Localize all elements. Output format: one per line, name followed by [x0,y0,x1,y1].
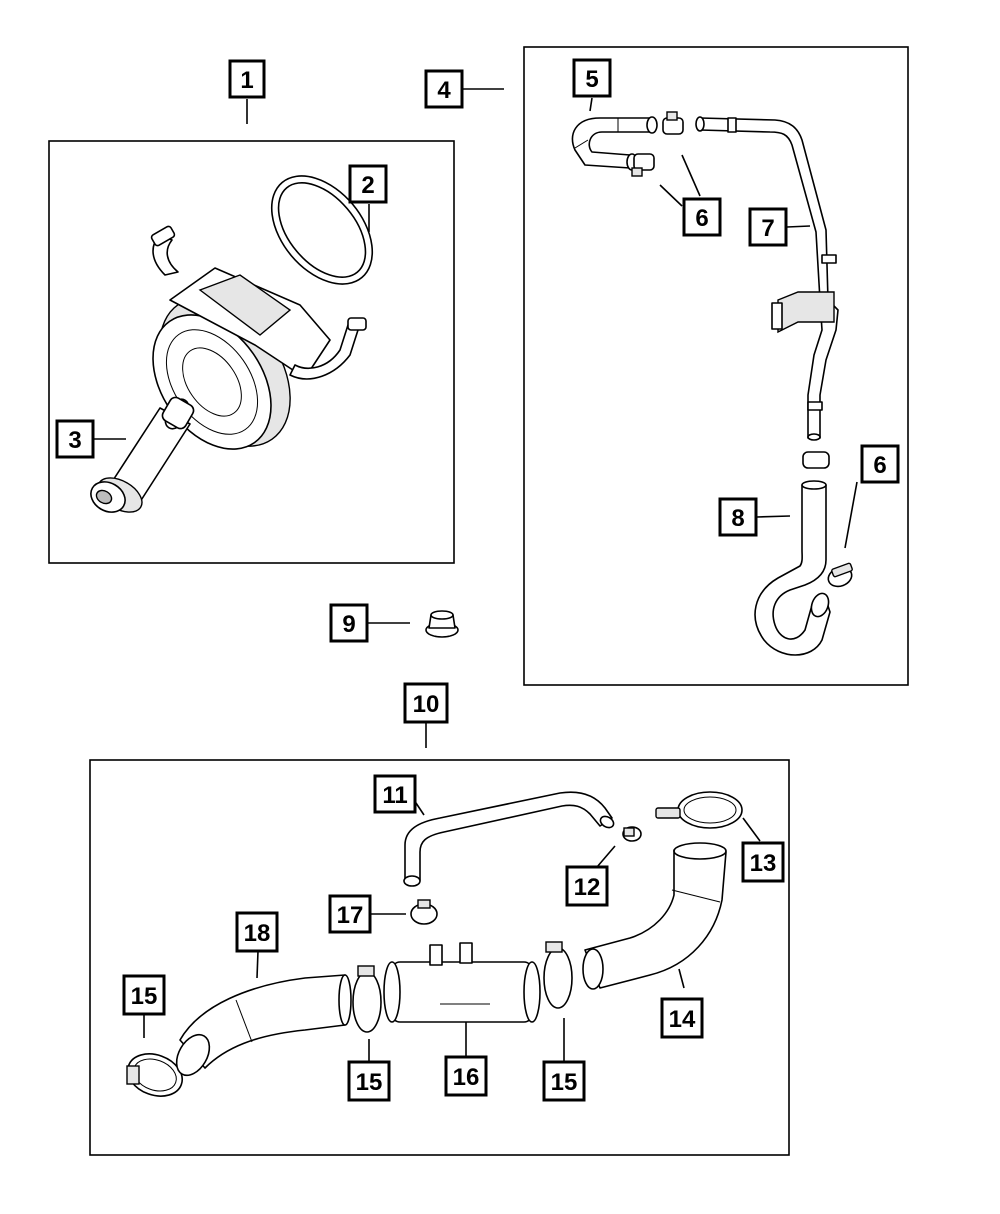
clamp-15-right-part [543,941,573,1009]
callout-9-label: 9 [342,611,355,638]
callout-15-left[interactable]: 15 [122,974,166,1016]
callout-16[interactable]: 16 [444,1055,488,1097]
clamp-15-left-part [126,1053,183,1097]
callout-12-label: 12 [574,874,601,901]
callout-4[interactable]: 4 [424,69,464,109]
callout-9[interactable]: 9 [329,603,369,643]
callout-15-right-label: 15 [551,1069,578,1096]
callout-11-label: 11 [382,782,407,809]
callout-1[interactable]: 1 [228,59,266,99]
callout-4-label: 4 [437,77,451,104]
clamp-6-upper-part [631,111,684,177]
clamp-17-part [410,899,438,925]
callout-14[interactable]: 14 [660,997,704,1039]
callout-7[interactable]: 7 [748,207,788,247]
clamp-6-middle-part [802,451,830,469]
group-frame-heater-hoses [89,759,790,1156]
callout-17[interactable]: 17 [328,894,372,934]
adapter-fitting-part [90,396,195,513]
callout-15-middle-label: 15 [356,1069,383,1096]
leader-lines [94,88,858,1062]
connector-16-part [383,942,541,1023]
hose-8-part [754,480,831,656]
tube-7-part [695,116,839,441]
hose-18-part [175,974,352,1077]
callout-7-label: 7 [761,215,774,242]
clamp-13-part [655,791,743,829]
flange-nut-part [425,610,459,638]
clamp-6-lower-part [827,562,853,588]
callout-18-label: 18 [244,920,271,947]
callout-2-label: 2 [361,172,374,199]
hose-11-part [403,791,615,887]
clamp-15-middle-part [352,965,382,1033]
callout-6-lower[interactable]: 6 [860,444,900,484]
callout-10[interactable]: 10 [403,682,449,724]
callout-11[interactable]: 11 [373,774,417,814]
callout-5[interactable]: 5 [572,58,612,98]
callout-14-label: 14 [669,1006,696,1033]
callout-8[interactable]: 8 [718,497,758,537]
seal-ring-part [270,175,374,285]
callout-6-upper[interactable]: 6 [682,197,722,237]
callout-17-label: 17 [337,902,364,929]
callout-12[interactable]: 12 [565,865,609,907]
callout-2[interactable]: 2 [348,164,388,204]
callout-1-label: 1 [240,67,253,94]
callout-15-right[interactable]: 15 [542,1060,586,1102]
callout-3-label: 3 [68,427,81,454]
callout-8-label: 8 [731,505,744,532]
callout-6-upper-label: 6 [695,205,708,232]
group-frame-oil-cooler [48,140,455,564]
callout-13[interactable]: 13 [741,841,785,883]
callout-6-lower-label: 6 [873,452,886,479]
callout-15-left-label: 15 [131,983,158,1010]
clamp-12-part [622,826,642,842]
group-frame-coolant-hoses [523,46,909,686]
callout-5-label: 5 [585,66,598,93]
callout-18[interactable]: 18 [235,911,279,953]
callout-3[interactable]: 3 [55,419,95,459]
callout-13-label: 13 [750,850,777,877]
hose-14-part [582,842,727,990]
hose-5-part [571,116,658,171]
callout-10-label: 10 [413,691,440,718]
callout-15-middle[interactable]: 15 [347,1060,391,1102]
callout-16-label: 16 [453,1064,480,1091]
